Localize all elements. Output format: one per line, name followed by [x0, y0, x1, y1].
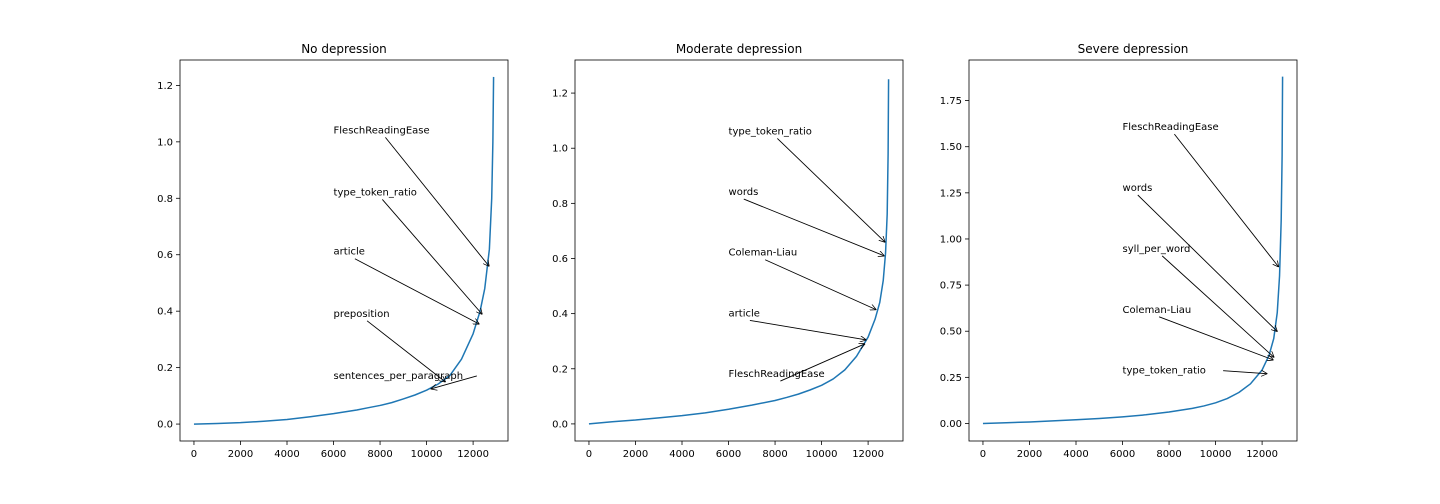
y-tick-label: 0.4	[552, 309, 568, 320]
x-tick-label: 6000	[321, 449, 346, 460]
x-tick-label: 12000	[852, 449, 884, 460]
y-tick-label: 0.6	[157, 250, 173, 261]
x-tick-label: 12000	[1246, 449, 1278, 460]
y-tick-label: 0.00	[940, 419, 962, 430]
y-tick-label: 0.8	[157, 194, 173, 205]
x-tick-label: 0	[586, 449, 592, 460]
annotation-label: words	[1123, 183, 1153, 194]
annotation-label: type_token_ratio	[729, 126, 812, 137]
x-tick-label: 6000	[716, 449, 741, 460]
y-tick-label: 1.00	[940, 234, 962, 245]
y-tick-label: 0.8	[552, 199, 568, 210]
chart-title: No depression	[301, 42, 387, 56]
annotation-label: type_token_ratio	[334, 187, 417, 198]
annotation-label: Coleman-Liau	[1123, 305, 1192, 316]
annotation-label: preposition	[334, 309, 390, 320]
y-tick-label: 1.25	[940, 188, 962, 199]
x-tick-label: 10000	[806, 449, 838, 460]
y-tick-label: 0.0	[552, 419, 568, 430]
y-tick-label: 0.0	[157, 420, 173, 431]
annotation-label: FleschReadingEase	[729, 369, 825, 380]
series-line	[588, 79, 890, 425]
chart-title: Severe depression	[1078, 42, 1189, 56]
annotation-arrow	[1137, 194, 1277, 331]
x-tick-label: 4000	[274, 449, 299, 460]
annotation-arrow	[431, 375, 477, 389]
y-tick-label: 0.4	[157, 307, 173, 318]
x-tick-label: 2000	[228, 449, 253, 460]
annotation-arrow	[777, 138, 885, 242]
annotation-arrow	[1223, 371, 1267, 374]
annotation-label: article	[729, 308, 760, 319]
plot-frame	[574, 59, 904, 442]
annotation-arrow	[381, 199, 482, 314]
y-tick-label: 0.25	[940, 373, 962, 384]
chart-panel-1: No depression 0 2000 4000 6000 8000 10000 12000…	[157, 42, 509, 460]
y-tick-label: 1.75	[940, 96, 962, 107]
x-tick-label: 8000	[367, 449, 392, 460]
y-tick-label: 1.0	[157, 137, 173, 148]
annotation-label: syll_per_word	[1123, 244, 1191, 255]
annotation-arrow	[354, 258, 479, 324]
x-tick-label: 0	[980, 449, 986, 460]
chart-title: Moderate depression	[676, 42, 802, 56]
annotation-arrow	[1158, 316, 1273, 360]
annotation-arrow	[1174, 133, 1278, 267]
annotation-arrow	[743, 198, 884, 256]
annotation-label: words	[729, 187, 759, 198]
annotation-arrow	[1161, 255, 1274, 357]
y-tick-label: 0.6	[552, 254, 568, 265]
y-tick-label: 0.2	[552, 364, 568, 375]
annotation-label: sentences_per_paragraph	[334, 371, 464, 382]
y-tick-label: 1.2	[157, 81, 173, 92]
annotation-arrow	[780, 344, 864, 382]
x-tick-label: 6000	[1110, 449, 1135, 460]
x-tick-label: 0	[191, 449, 197, 460]
chart-panel-3: Severe depression 0 2000 4000 6000 8000 10000 1…	[940, 42, 1298, 460]
x-tick-label: 2000	[1017, 449, 1042, 460]
annotation-arrow	[366, 320, 445, 382]
annotation-label: FleschReadingEase	[334, 125, 430, 136]
x-tick-label: 10000	[411, 449, 443, 460]
annotation-label: type_token_ratio	[1123, 366, 1206, 377]
y-tick-label: 1.0	[552, 144, 568, 155]
y-tick-label: 0.75	[940, 281, 962, 292]
x-tick-label: 2000	[623, 449, 648, 460]
plot-frame	[179, 59, 509, 442]
series-line	[982, 76, 1284, 425]
plot-frame	[968, 59, 1298, 442]
x-tick-label: 4000	[1063, 449, 1088, 460]
series-line	[193, 76, 495, 425]
annotation-label: Coleman-Liau	[729, 248, 798, 259]
x-tick-label: 8000	[762, 449, 787, 460]
x-tick-label: 12000	[457, 449, 489, 460]
annotation-arrow	[764, 259, 876, 310]
annotation-label: FleschReadingEase	[1123, 122, 1219, 133]
x-tick-label: 8000	[1156, 449, 1181, 460]
annotation-arrow	[749, 319, 866, 339]
y-tick-label: 0.2	[157, 363, 173, 374]
y-tick-label: 1.2	[552, 89, 568, 100]
y-tick-label: 1.50	[940, 142, 962, 153]
y-tick-label: 0.50	[940, 327, 962, 338]
x-tick-label: 10000	[1200, 449, 1232, 460]
chart-panel-2: Moderate depression 0 2000 4000 6000 8000 1000…	[552, 42, 904, 460]
annotation-arrow	[385, 137, 489, 266]
x-tick-label: 4000	[669, 449, 694, 460]
annotation-label: article	[334, 247, 365, 258]
